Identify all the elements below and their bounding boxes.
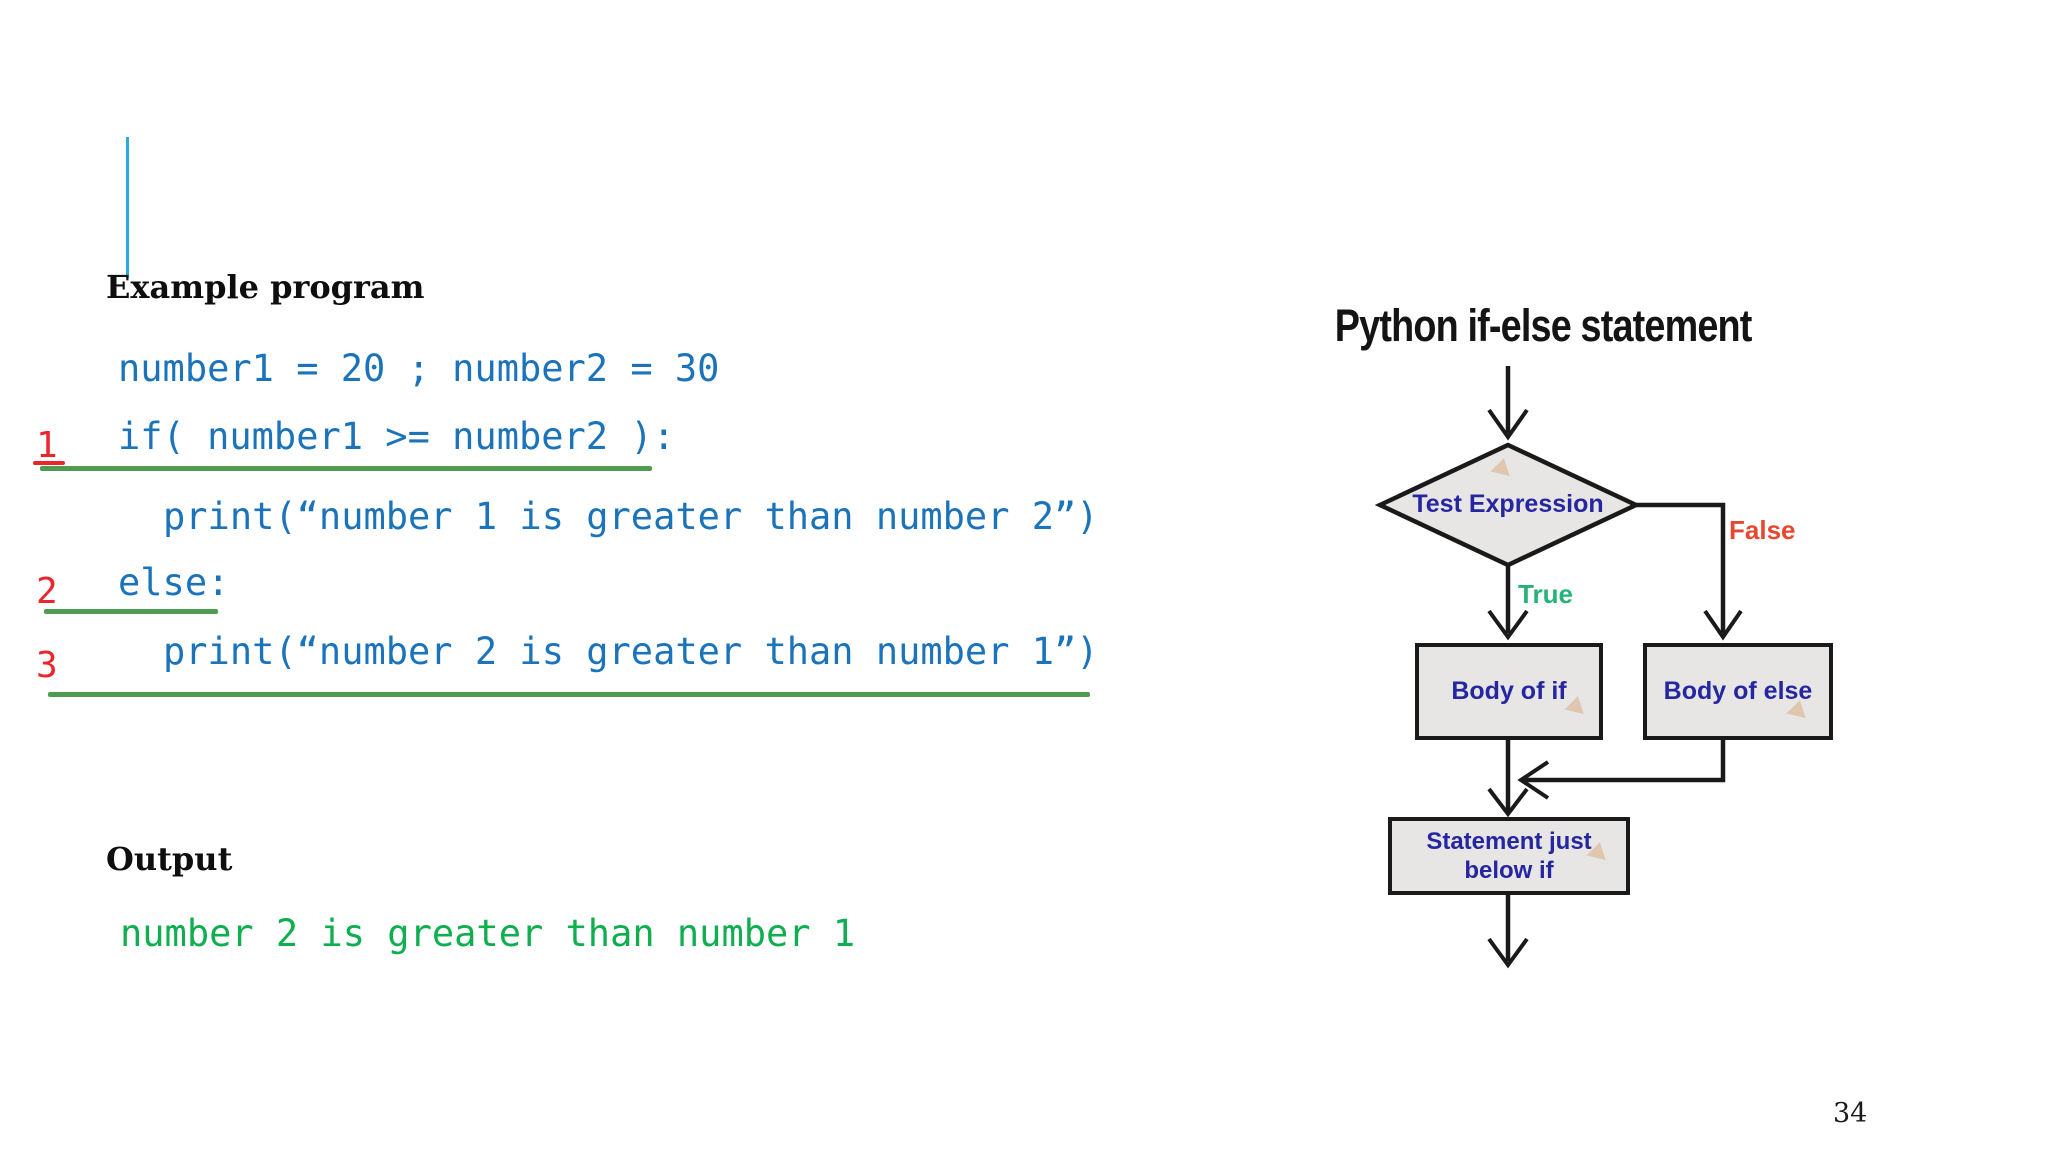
code-line-else: else: xyxy=(118,561,230,604)
statement-arrowhead xyxy=(1487,787,1529,818)
annotation-number-2: 2 xyxy=(36,571,58,612)
green-underline-else xyxy=(44,609,218,614)
true-branch-arrowhead xyxy=(1487,609,1529,641)
body-else-join-line xyxy=(1524,740,1726,783)
body-of-if-label: Body of if xyxy=(1451,677,1567,706)
false-branch-line xyxy=(1636,502,1726,633)
arrow-entry-head xyxy=(1487,408,1529,441)
statement-line-1: Statement just xyxy=(1426,827,1592,855)
code-line-assignment: number1 = 20 ; number2 = 30 xyxy=(118,347,720,390)
watermark-icon xyxy=(1490,455,1514,477)
false-label: False xyxy=(1729,515,1796,545)
false-branch-arrowhead xyxy=(1703,609,1743,641)
program-output-text: number 2 is greater than number 1 xyxy=(120,912,856,955)
code-line-print-else: print(“number 2 is greater than number 1… xyxy=(163,630,1099,673)
test-expression-label: Test Expression xyxy=(1412,490,1604,518)
statement-below-if-label: Statement just below if xyxy=(1426,827,1591,886)
flowchart-title: Python if-else statement xyxy=(1334,300,1753,351)
statement-below-if-box: Statement just below if xyxy=(1388,817,1630,895)
join-left-arrowhead xyxy=(1517,760,1550,800)
code-line-if: if( number1 >= number2 ): xyxy=(118,415,675,458)
annotation-number-3: 3 xyxy=(36,645,58,686)
body-of-else-label: Body of else xyxy=(1663,677,1813,706)
green-underline-print xyxy=(48,692,1090,697)
arrow-exit-head xyxy=(1487,937,1529,969)
example-program-heading: Example program xyxy=(106,268,425,306)
annotation-number-1: 1 xyxy=(36,425,58,466)
code-line-print-if: print(“number 1 is greater than number 2… xyxy=(163,495,1099,538)
vertical-accent-line xyxy=(126,137,129,278)
true-label: True xyxy=(1518,579,1573,609)
green-underline-if xyxy=(40,466,652,471)
page-number: 34 xyxy=(1833,1098,1868,1129)
statement-line-2: below if xyxy=(1464,857,1554,884)
red-underline-1 xyxy=(33,461,65,465)
body-of-if-box: Body of if xyxy=(1415,643,1603,740)
body-of-else-box: Body of else xyxy=(1643,643,1833,740)
output-heading: Output xyxy=(106,840,233,878)
